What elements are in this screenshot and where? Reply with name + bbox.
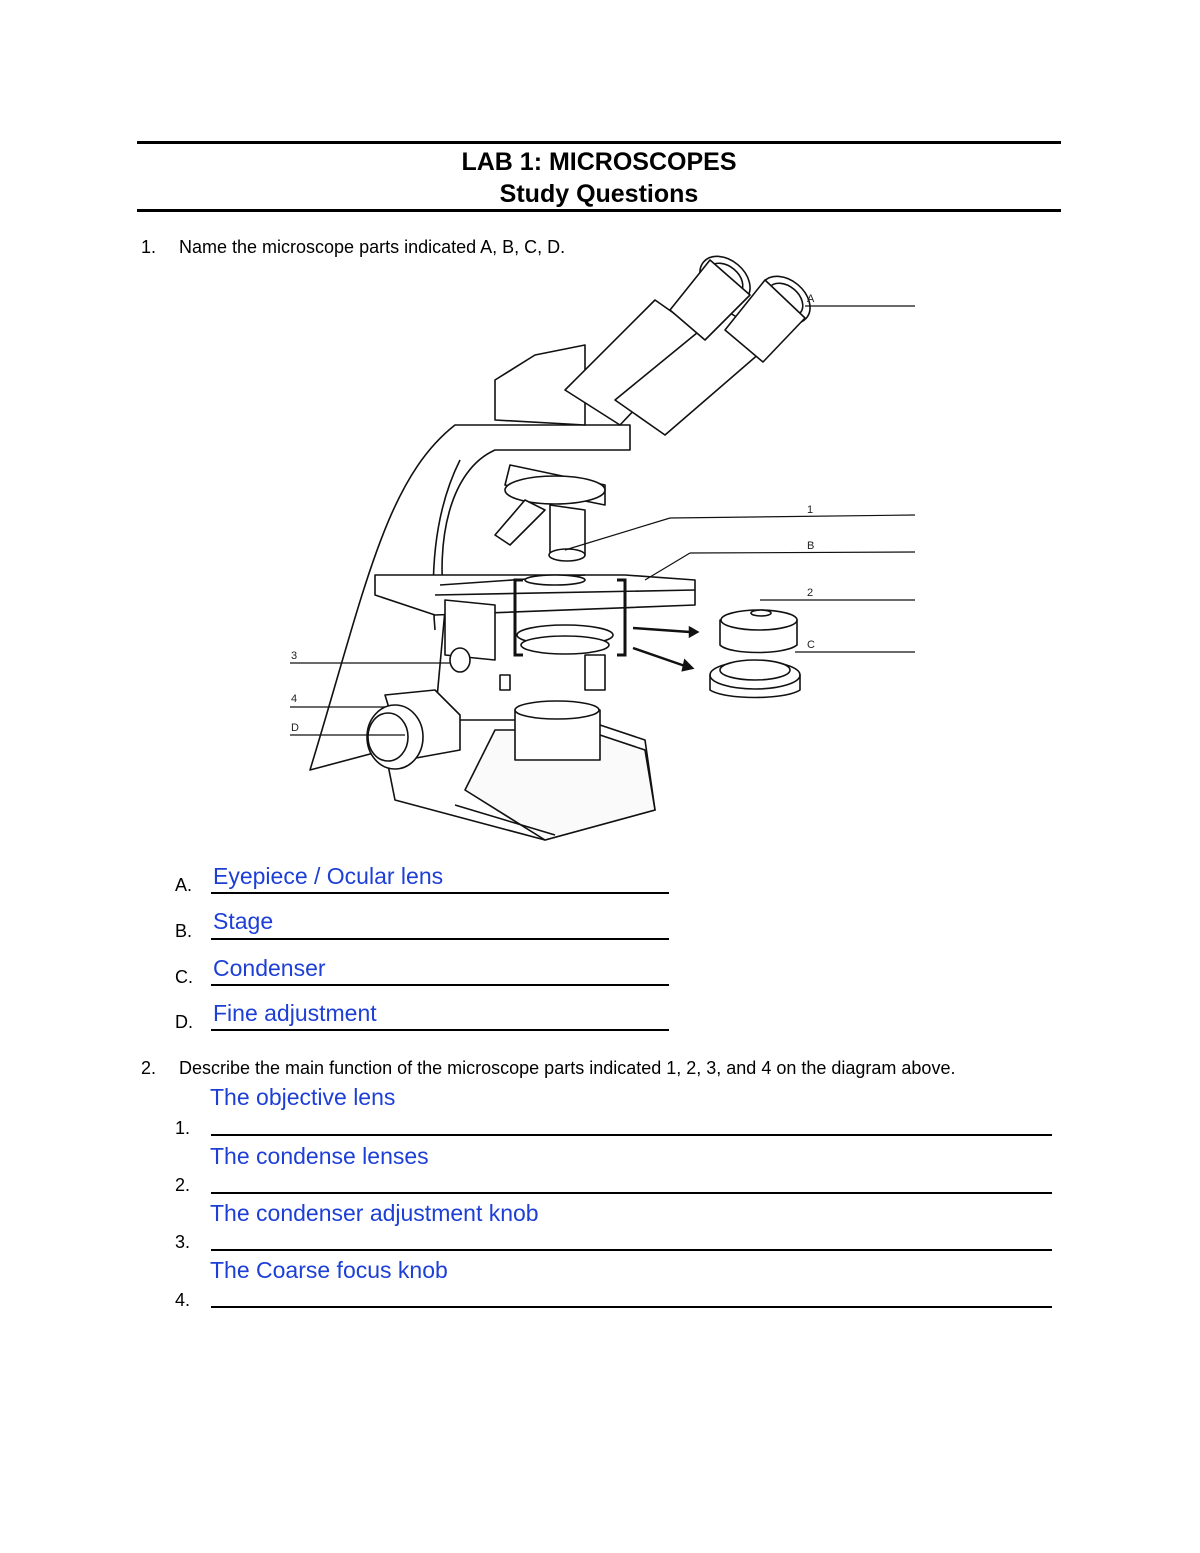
answer-number-4: 4. bbox=[175, 1290, 191, 1310]
question-1-text: Name the microscope parts indicated A, B… bbox=[179, 237, 566, 257]
label-1: 1 bbox=[807, 504, 813, 516]
answer-letter-b: B. bbox=[175, 921, 193, 941]
answer-c-line bbox=[211, 984, 669, 986]
microscope-diagram: A 1 B 2 C 3 4 D bbox=[290, 255, 916, 841]
answer-letter-d: D. bbox=[175, 1012, 193, 1032]
question-1-number: 1. bbox=[141, 237, 157, 257]
question-2-number: 2. bbox=[141, 1058, 157, 1078]
answer-number-1: 1. bbox=[175, 1118, 191, 1138]
answer-d-text[interactable]: Fine adjustment bbox=[213, 1000, 377, 1026]
top-rule bbox=[137, 141, 1061, 144]
label-A: A bbox=[807, 293, 815, 305]
page-title: LAB 1: MICROSCOPES bbox=[461, 148, 737, 176]
answer-c-text[interactable]: Condenser bbox=[213, 955, 326, 981]
label-2: 2 bbox=[807, 587, 813, 599]
answer-letter-c: C. bbox=[175, 967, 193, 987]
answer-4-line bbox=[211, 1306, 1052, 1308]
answer-b-text[interactable]: Stage bbox=[213, 908, 274, 934]
diagram-labels: A 1 B 2 C 3 4 D bbox=[291, 293, 815, 734]
question-2: 2. Describe the main function of the mic… bbox=[141, 1057, 1061, 1081]
question-2-text: Describe the main function of the micros… bbox=[179, 1058, 956, 1078]
answer-number-2: 2. bbox=[175, 1175, 191, 1195]
label-3: 3 bbox=[291, 650, 297, 662]
highlight-brackets bbox=[513, 578, 627, 657]
label-B: B bbox=[807, 540, 814, 552]
answer-a-line bbox=[211, 892, 669, 894]
answer-letter-a: A. bbox=[175, 875, 193, 895]
question-1: 1. Name the microscope parts indicated A… bbox=[141, 236, 1041, 260]
answer-3-line bbox=[211, 1249, 1052, 1251]
answer-b-line bbox=[211, 938, 669, 940]
microscope-illustration bbox=[309, 255, 811, 841]
answer-2-text[interactable]: The condense lenses bbox=[210, 1143, 429, 1169]
label-4: 4 bbox=[291, 693, 297, 705]
answer-number-3: 3. bbox=[175, 1232, 191, 1252]
answer-2-line bbox=[211, 1192, 1052, 1194]
arrows bbox=[632, 625, 700, 672]
answer-1-text[interactable]: The objective lens bbox=[210, 1084, 396, 1110]
answer-4-text[interactable]: The Coarse focus knob bbox=[210, 1257, 448, 1283]
label-C: C bbox=[807, 639, 815, 651]
page-subtitle: Study Questions bbox=[499, 180, 699, 208]
bottom-rule bbox=[137, 209, 1061, 212]
answer-3-text[interactable]: The condenser adjustment knob bbox=[210, 1200, 539, 1226]
label-D: D bbox=[291, 722, 299, 734]
answer-a-text[interactable]: Eyepiece / Ocular lens bbox=[213, 863, 444, 889]
answer-1-line bbox=[211, 1134, 1052, 1136]
leader-lines bbox=[290, 305, 916, 736]
answer-d-line bbox=[211, 1029, 669, 1031]
